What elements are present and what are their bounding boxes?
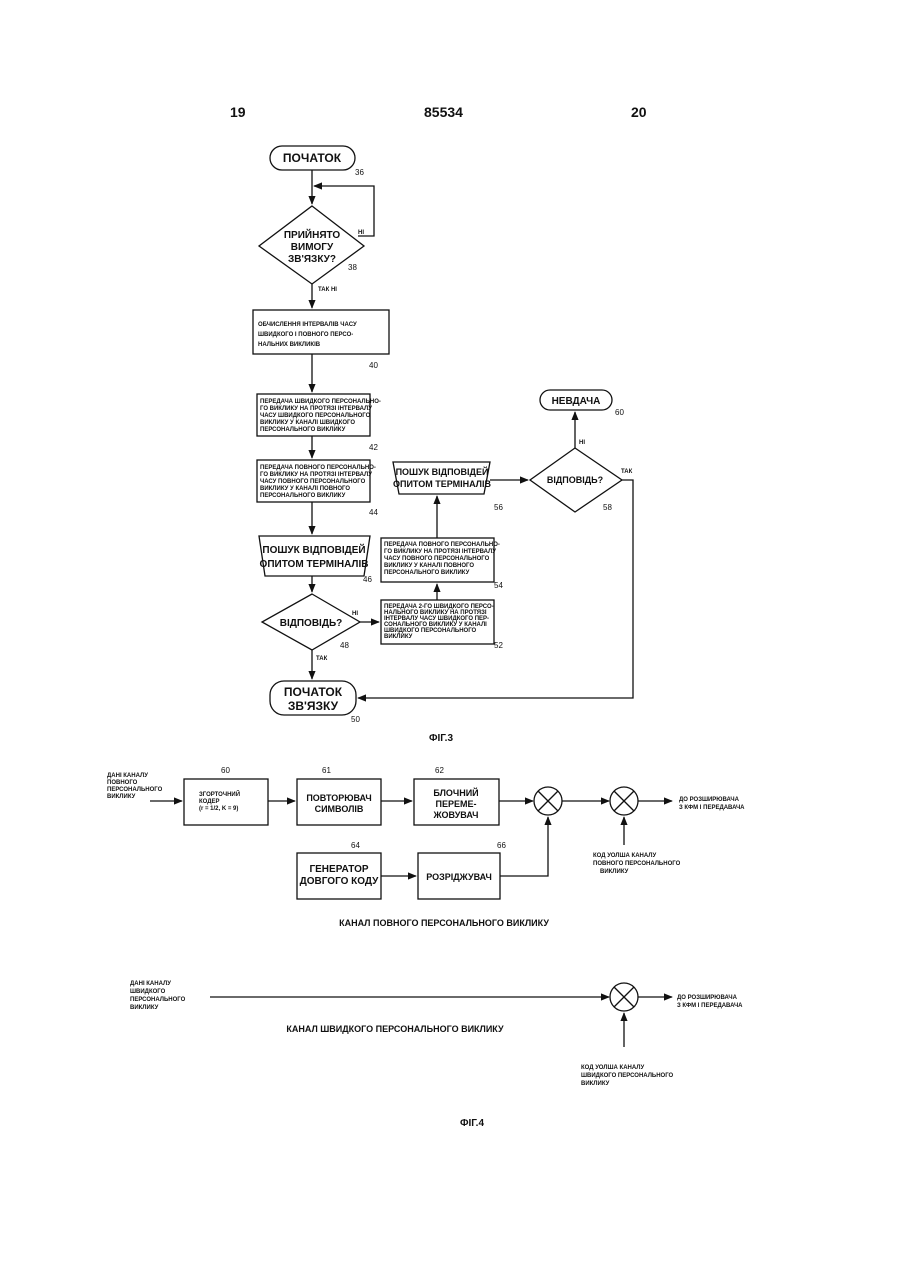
b64-line-2: ДОВГОГО КОДУ [300, 876, 380, 887]
search-responses-box [259, 536, 370, 576]
convolutional-encoder-box [184, 779, 268, 825]
full-input-line-3: ПЕРСОНАЛЬНОГО [107, 787, 163, 793]
ref-50: 50 [351, 715, 360, 724]
b40-line-2: ШВИДКОГО І ПОВНОГО ПЕРСО- [258, 332, 353, 338]
quick-output-line-1: ДО РОЗШИРЮВАЧА [677, 995, 738, 1001]
b40-line-1: ОБЧИСЛЕННЯ ІНТЕРВАЛІВ ЧАСУ [258, 322, 357, 328]
full-output-line-1: ДО РОЗШИРЮВАЧА [679, 797, 740, 803]
d58-label: ВІДПОВІДЬ? [547, 475, 603, 485]
b61-line-2: СИМВОЛІВ [315, 804, 364, 814]
d48-label: ВІДПОВІДЬ? [280, 618, 343, 629]
full-walsh-line-2: ПОВНОГО ПЕРСОНАЛЬНОГО [593, 861, 681, 867]
ref-46: 46 [363, 575, 372, 584]
b42-line-5: ПЕРСОНАЛЬНОГО ВИКЛИКУ [260, 427, 346, 433]
quick-input-line-4: ВИКЛИКУ [130, 1005, 159, 1011]
fail60-label: НЕВДАЧА [552, 396, 601, 407]
d38-yes-label: ТАК НІ [318, 287, 337, 293]
full-input-line-4: ВИКЛИКУ [107, 794, 136, 800]
quick-output-line-2: З КФМ І ПЕРЕДАВАЧА [677, 1003, 743, 1009]
ref-38: 38 [348, 263, 357, 272]
b60-line-3: (r = 1/2, K = 9) [199, 806, 238, 812]
quick-channel-caption: КАНАЛ ШВИДКОГО ПЕРСОНАЛЬНОГО ВИКЛИКУ [286, 1024, 504, 1034]
figure-3-text: ПОЧАТОК 36 ПРИЙНЯТО ВИМОГУ ЗВ'ЯЗКУ? НІ 3… [258, 151, 633, 744]
ref-61: 61 [322, 766, 331, 775]
d58-no-label: НІ [579, 440, 585, 446]
d48-no-label: НІ [352, 611, 358, 617]
b60-line-2: КОДЕР [199, 799, 220, 805]
d38-line-3: ЗВ'ЯЗКУ? [288, 254, 336, 265]
b56-line-2: ОПИТОМ ТЕРМІНАЛІВ [393, 479, 492, 489]
b42-line-1: ПЕРЕДАЧА ШВИДКОГО ПЕРСОНАЛЬНО- [260, 399, 381, 405]
b42-line-2: ГО ВИКЛИКУ НА ПРОТЯЗІ ІНТЕРВАЛУ [260, 406, 372, 412]
ref-56: 56 [494, 503, 503, 512]
fig3-caption: ФІГ.3 [429, 733, 454, 744]
ref-40: 40 [369, 361, 378, 370]
b44-line-4: ВИКЛИКУ У КАНАЛІ ПОВНОГО [260, 486, 350, 492]
b46-line-1: ПОШУК ВІДПОВІДЕЙ [262, 543, 365, 556]
ref-48: 48 [340, 641, 349, 650]
full-walsh-line-1: КОД УОЛША КАНАЛУ [593, 853, 656, 859]
end50-line-1: ПОЧАТОК [284, 685, 343, 699]
b56-line-1: ПОШУК ВІДПОВІДЕЙ [396, 466, 489, 477]
b54-line-3: ЧАСУ ПОВНОГО ПЕРСОНАЛЬНОГО [384, 556, 490, 562]
start-label: ПОЧАТОК [283, 151, 342, 165]
b54-line-2: ГО ВИКЛИКУ НА ПРОТЯЗІ ІНТЕРВАЛУ [384, 549, 496, 555]
quick-input-line-3: ПЕРСОНАЛЬНОГО [130, 997, 186, 1003]
b42-line-3: ЧАСУ ШВИДКОГО ПЕРСОНАЛЬНОГО [260, 413, 371, 419]
quick-walsh-line-1: КОД УОЛША КАНАЛУ [581, 1065, 644, 1071]
ref-36: 36 [355, 168, 364, 177]
ref-58: 58 [603, 503, 612, 512]
figure-4-blocks [150, 779, 672, 1047]
fig4-caption: ФІГ.4 [460, 1118, 485, 1129]
b44-line-3: ЧАСУ ПОВНОГО ПЕРСОНАЛЬНОГО [260, 479, 366, 485]
ref-66: 66 [497, 841, 506, 850]
quick-walsh-line-3: ВИКЛИКУ [581, 1081, 610, 1087]
quick-input-line-1: ДАНІ КАНАЛУ [130, 981, 171, 987]
end50-line-2: ЗВ'ЯЗКУ [288, 699, 339, 713]
b46-line-2: ОПИТОМ ТЕРМІНАЛІВ [260, 559, 369, 570]
ref-64: 64 [351, 841, 360, 850]
ref-60-fig3: 60 [615, 408, 624, 417]
b54-line-5: ПЕРСОНАЛЬНОГО ВИКЛИКУ [384, 570, 470, 576]
d48-yes-label: ТАК [316, 656, 328, 662]
b61-line-1: ПОВТОРЮВАЧ [306, 793, 371, 803]
ref-44: 44 [369, 508, 378, 517]
b54-line-1: ПЕРЕДАЧА ПОВНОГО ПЕРСОНАЛЬНО- [384, 542, 500, 548]
ref-60-fig4: 60 [221, 766, 230, 775]
quick-input-line-2: ШВИДКОГО [130, 989, 166, 995]
quick-walsh-line-2: ШВИДКОГО ПЕРСОНАЛЬНОГО [581, 1073, 674, 1079]
d38-no-label: НІ [358, 230, 364, 236]
b66-label: РОЗРІДЖУВАЧ [426, 872, 492, 882]
full-output-line-2: З КФМ І ПЕРЕДАВАЧА [679, 805, 745, 811]
d58-yes-label: ТАК [621, 469, 633, 475]
b44-line-1: ПЕРЕДАЧА ПОВНОГО ПЕРСОНАЛЬНО- [260, 465, 376, 471]
b54-line-4: ВИКЛИКУ У КАНАЛІ ПОВНОГО [384, 563, 474, 569]
d38-line-1: ПРИЙНЯТО [284, 228, 341, 241]
full-channel-caption: КАНАЛ ПОВНОГО ПЕРСОНАЛЬНОГО ВИКЛИКУ [339, 918, 549, 928]
ref-52: 52 [494, 641, 503, 650]
ref-54: 54 [494, 581, 503, 590]
b62-line-1: БЛОЧНИЙ [433, 787, 478, 798]
b44-line-5: ПЕРСОНАЛЬНОГО ВИКЛИКУ [260, 493, 346, 499]
b40-line-3: НАЛЬНИХ ВИКЛИКІВ [258, 342, 321, 348]
ref-62: 62 [435, 766, 444, 775]
full-input-line-1: ДАНІ КАНАЛУ [107, 773, 148, 779]
b60-line-1: ЗГОРТОЧНИЙ [199, 790, 240, 798]
b52-line-6: ВИКЛИКУ [384, 634, 413, 640]
b44-line-2: ГО ВИКЛИКУ НА ПРОТЯЗІ ІНТЕРВАЛУ [260, 472, 372, 478]
d38-line-2: ВИМОГУ [291, 242, 334, 253]
full-walsh-line-3: ВИКЛИКУ [600, 869, 629, 875]
b62-line-3: ЖОВУВАЧ [433, 810, 479, 820]
ref-42: 42 [369, 443, 378, 452]
b64-line-1: ГЕНЕРАТОР [309, 864, 368, 875]
b42-line-4: ВИКЛИКУ У КАНАЛІ ШВИДКОГО [260, 420, 355, 426]
full-input-line-2: ПОВНОГО [107, 780, 138, 786]
b62-line-2: ПЕРЕМЕ- [436, 799, 477, 809]
